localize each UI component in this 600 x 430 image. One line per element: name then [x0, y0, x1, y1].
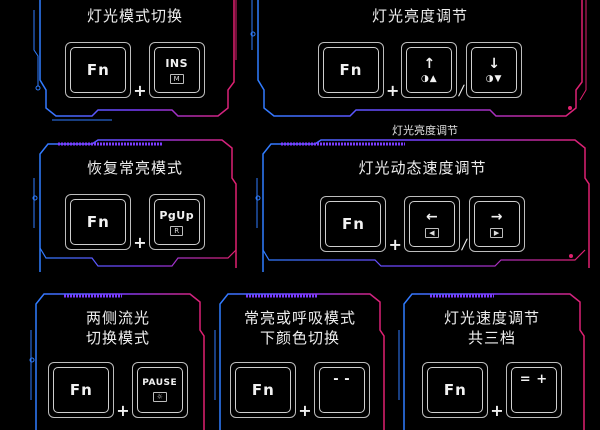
arrow-left-key: ←◀: [403, 196, 460, 252]
minus-key: - -: [313, 362, 370, 418]
plus-separator: +: [133, 233, 147, 252]
key-combo: Fn + PAUSE☼: [30, 362, 206, 420]
plus-separator: +: [490, 401, 504, 420]
panel-color-switch: 常亮或呼吸模式 下颜色切换 Fn + - -: [214, 290, 386, 430]
arrow-right-icon: →: [490, 209, 503, 225]
panel-title: 两侧流光 切换模式: [85, 309, 150, 347]
plus-separator: +: [385, 81, 400, 100]
slash-separator: /: [457, 83, 466, 99]
arrow-right-key: →▶: [468, 196, 525, 252]
panel-dynamic-speed: 灯光动态速度调节 Fn + ←◀ / →▶: [255, 138, 590, 272]
panel-speed-three-levels: 灯光速度调节 共三档 Fn + = +: [398, 290, 586, 430]
panel-title: 灯光模式切换: [86, 7, 183, 25]
fn-key: Fn: [230, 362, 297, 418]
pause-key: PAUSE☼: [131, 362, 188, 418]
plus-separator: +: [133, 81, 147, 100]
fn-key: Fn: [48, 362, 115, 418]
arrow-down-key: ↓◑▼: [466, 42, 523, 98]
fn-key: Fn: [65, 42, 132, 98]
plus-separator: +: [298, 401, 312, 420]
plus-separator: +: [388, 235, 402, 254]
fn-key: Fn: [65, 194, 132, 250]
panel-title: 灯光速度调节 共三档: [443, 309, 540, 347]
panel-title: 常亮或呼吸模式 下颜色切换: [243, 309, 356, 347]
plus-separator: +: [116, 401, 130, 420]
arrow-left-icon: ←: [425, 209, 438, 225]
slash-separator: /: [460, 237, 468, 253]
arrow-down-icon: ↓: [488, 55, 500, 72]
key-combo: Fn + = +: [398, 362, 586, 420]
panel-title: 灯光亮度调节: [371, 7, 468, 25]
fn-key: Fn: [320, 196, 387, 252]
light-icon: ☼: [152, 392, 167, 402]
panel-title: 灯光动态速度调节: [358, 159, 487, 177]
key-combo: Fn + ↑◑▲ / ↓◑▼: [250, 42, 590, 100]
equals-plus-key: = +: [505, 362, 562, 418]
speed-up-icon: ▶: [489, 228, 504, 238]
key-combo: Fn + ←◀ / →▶: [255, 196, 590, 254]
arrow-up-key: ↑◑▲: [401, 42, 458, 98]
panel-brightness-adjust: 灯光亮度调节 Fn + ↑◑▲ / ↓◑▼: [250, 0, 590, 120]
brightness-up-icon: ◑▲: [420, 73, 438, 84]
fn-key: Fn: [317, 42, 384, 98]
brightness-caption: 灯光亮度调节: [392, 124, 458, 137]
panel-title: 恢复常亮模式: [86, 159, 183, 177]
brightness-down-icon: ◑▼: [485, 73, 503, 84]
arrow-up-icon: ↑: [423, 55, 436, 72]
speed-down-icon: ◀: [425, 228, 439, 238]
key-combo: Fn + - -: [214, 362, 386, 420]
panel-side-flow: 两侧流光 切换模式 Fn + PAUSE☼: [29, 290, 206, 430]
fn-key: Fn: [422, 362, 489, 418]
